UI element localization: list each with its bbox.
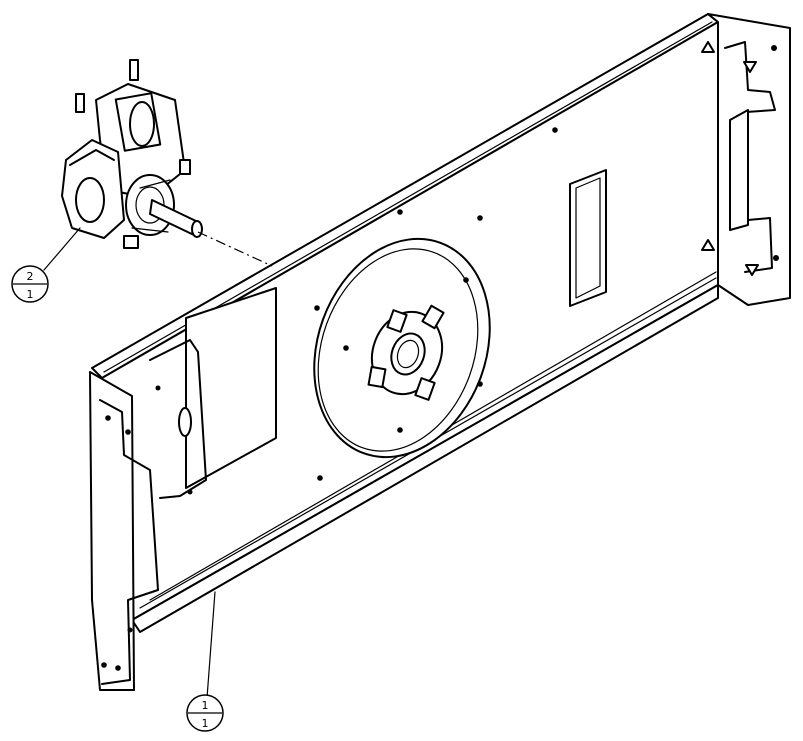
synchronous-motor (61, 59, 203, 249)
right-slot (729, 109, 749, 231)
rect-window (569, 169, 607, 307)
assembly-centerline (197, 231, 273, 267)
left-bracket (89, 371, 135, 691)
mounting-panel (89, 13, 791, 691)
balloon-item-1: 1 1 (186, 694, 224, 732)
balloon-item-1-qty: 1 (202, 717, 209, 730)
turntable-disc (313, 237, 491, 459)
leader-line-item-1 (206, 591, 216, 699)
panel-bottom-flange (131, 284, 719, 633)
leader-line-item-2 (43, 227, 81, 271)
balloon-item-2: 2 1 (11, 265, 49, 303)
balloon-item-2-number: 2 (27, 270, 34, 283)
balloon-item-2-qty: 1 (27, 288, 34, 301)
balloon-item-1-number: 1 (202, 699, 209, 712)
